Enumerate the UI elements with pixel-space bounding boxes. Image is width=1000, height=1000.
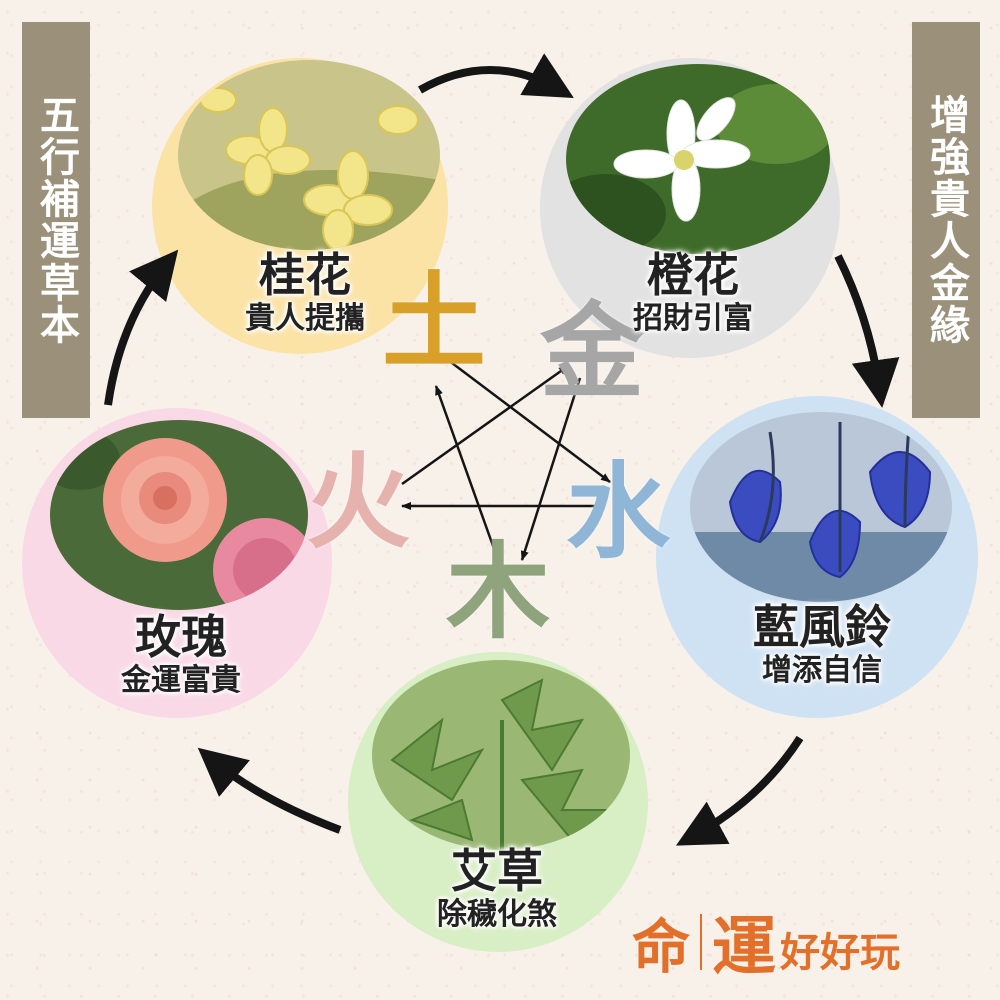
- osmanthus-photo: [178, 60, 440, 250]
- osmanthus-title: 桂花: [259, 248, 351, 302]
- element-metal: 金: [540, 290, 645, 413]
- orange-blossom-photo: [566, 64, 830, 254]
- right-banner: 增強貴人金緣: [912, 22, 980, 418]
- mugwort-label: 艾草 除穢化煞: [402, 846, 592, 933]
- osmanthus-label: 桂花 貴人提攜: [210, 250, 400, 337]
- element-earth: 土: [382, 260, 487, 383]
- left-banner: 五行補運草本: [22, 22, 90, 418]
- osmanthus-subtitle: 貴人提攜: [245, 300, 365, 336]
- brand-logo: 命 運 好好玩: [632, 896, 900, 988]
- brand-ming: 命: [632, 913, 691, 981]
- brand-separator: [700, 914, 703, 970]
- cycle-arrow-bluebell-to-mugwort: [675, 735, 804, 846]
- orange-blossom-title: 橙花: [647, 248, 739, 302]
- element-wood: 木: [446, 530, 551, 653]
- star-line-wood-earth: [434, 385, 500, 561]
- bluebell-subtitle: 增添自信: [762, 652, 882, 688]
- orange-blossom-label: 橙花 招財引富: [598, 250, 788, 337]
- rose-subtitle: 金運富貴: [121, 662, 241, 698]
- rose-title: 玫瑰: [135, 610, 227, 664]
- cycle-arrow-osmanthus-to-orange: [418, 53, 574, 98]
- brand-yun: 運: [712, 911, 777, 985]
- mugwort-photo: [372, 660, 630, 850]
- star-line-fire-metal: [401, 364, 569, 486]
- cycle-arrow-orange-to-bluebell: [834, 254, 900, 408]
- star-line-earth-water: [447, 359, 611, 483]
- bluebell-title: 藍風鈴: [753, 600, 891, 654]
- rose-photo: [50, 420, 308, 610]
- brand-rest: 好好玩: [780, 930, 901, 976]
- cycle-arrow-rose-to-osmanthus: [104, 249, 179, 406]
- cycle-arrow-mugwort-to-rose: [197, 747, 342, 834]
- element-fire: 火: [306, 440, 411, 563]
- orange-blossom-subtitle: 招財引富: [633, 300, 753, 336]
- rose-label: 玫瑰 金運富貴: [86, 612, 276, 699]
- mugwort-title: 艾草: [451, 844, 543, 898]
- mugwort-subtitle: 除穢化煞: [437, 896, 557, 932]
- element-water: 水: [566, 450, 671, 573]
- star-line-metal-wood: [520, 377, 582, 561]
- bluebell-label: 藍風鈴 增添自信: [712, 602, 932, 689]
